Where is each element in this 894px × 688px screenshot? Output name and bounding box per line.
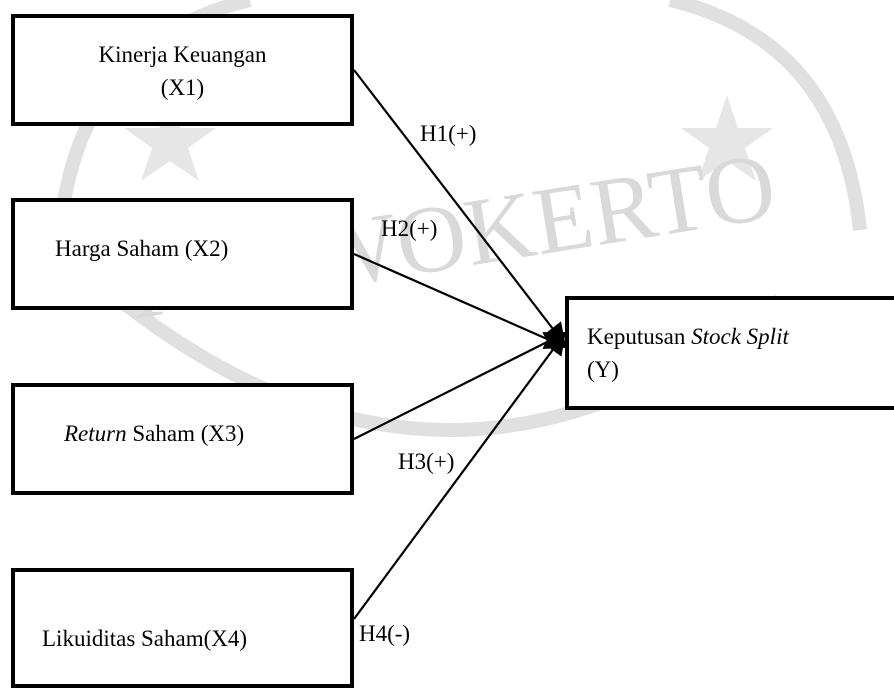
- node-keputusan-stock-split: Keputusan Stock Split (Y): [565, 296, 894, 410]
- node-y-label-prefix: Keputusan: [587, 324, 692, 349]
- watermark-seal-arc-right: [668, 0, 867, 231]
- edge-label-h2: H2(+): [381, 216, 438, 241]
- node-x3-label-rest: Saham (X3): [126, 421, 245, 446]
- node-x1-label-line2: (X1): [160, 75, 205, 101]
- node-harga-saham: Harga Saham (X2): [11, 198, 354, 310]
- node-likuiditas-saham: Likuiditas Saham(X4): [11, 568, 354, 688]
- watermark-star-right: [681, 95, 773, 181]
- edge-label-h3: H3(+): [398, 449, 455, 474]
- node-x3-label-italic: Return: [64, 421, 127, 446]
- node-x1-label-line1: Kinerja Keuangan: [98, 42, 267, 67]
- edge-label-h1: H1(+): [420, 121, 477, 146]
- node-kinerja-keuangan: Kinerja Keuangan (X1): [11, 14, 354, 126]
- arrow-x1-to-y: [353, 69, 566, 346]
- diagram-arrows: [353, 69, 568, 620]
- edge-label-h4: H4(-): [359, 621, 411, 646]
- arrow-x4-to-y: [353, 332, 566, 620]
- node-y-label-line2: (Y): [587, 357, 619, 383]
- node-y-label-line1: Keputusan Stock Split: [587, 320, 894, 353]
- node-x4-label: Likuiditas Saham(X4): [42, 626, 248, 651]
- node-y-label-italic: Stock Split: [691, 324, 789, 349]
- arrow-x3-to-y: [353, 332, 567, 440]
- node-return-saham: Return Saham (X3): [11, 383, 354, 495]
- watermark-star-left: [124, 95, 216, 181]
- node-x3-label: Return Saham (X3): [64, 417, 350, 450]
- arrow-x2-to-y: [353, 252, 568, 349]
- node-x2-label: Harga Saham (X2): [55, 236, 229, 261]
